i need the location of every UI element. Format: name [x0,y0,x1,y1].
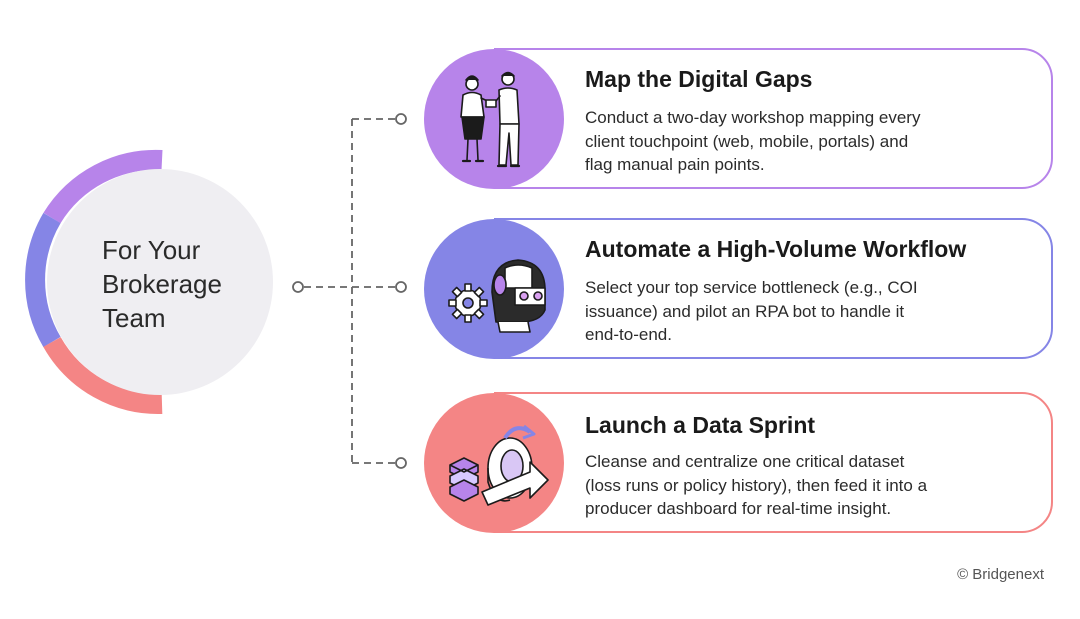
card-desc-3-line-3: producer dashboard for real-time insight… [585,499,892,518]
data-refresh-icon [449,424,549,506]
hub-circle [47,169,273,395]
connector-node-1 [395,113,407,125]
card-desc-2-line-2: issuance) and pilot an RPA bot to handle… [585,301,905,321]
card-desc-2-line-1: Select your top service bottleneck (e.g.… [585,278,918,297]
connector-node-2 [395,281,407,293]
card-outline-1 [494,48,1053,189]
card-desc-2-line-3: end-to-end. [585,325,672,344]
hub-title-line-1: For Your [102,235,201,265]
hub-arc-purple [43,149,163,224]
hub-title-line-2: Brokerage [102,269,222,299]
card-outline-2 [494,218,1053,359]
card-desc-3-line-2: (loss runs or policy history), then feed… [585,475,928,495]
hub-title: For Your Brokerage Team [102,233,272,335]
robot-gear-icon [448,259,546,333]
card-desc-1: Conduct a two-day workshop mapping every… [585,106,1005,177]
card-outline-3 [494,392,1053,533]
hub-arc-indigo [25,212,61,348]
icon-circle-1 [424,49,564,189]
card-desc-1-line-3: flag manual pain points. [585,155,765,174]
connector-node-3 [395,457,407,469]
card-desc-2: Select your top service bottleneck (e.g.… [585,276,1005,347]
hub-arc-coral [43,336,163,415]
copyright-text: © Bridgenext [957,566,1044,583]
card-desc-3-line-1: Cleanse and centralize one critical data… [585,452,905,471]
connector-lines [304,118,396,464]
card-title-3: Launch a Data Sprint [585,412,816,438]
card-title-2: Automate a High-Volume Workflow [585,236,967,262]
connector-node-hub [292,281,304,293]
card-desc-3: Cleanse and centralize one critical data… [585,450,1005,521]
business-people-handshake-icon [460,71,521,168]
hub-title-line-3: Team [102,303,166,333]
card-desc-1-line-2: client touchpoint (web, mobile, portals)… [585,131,909,151]
card-desc-1-line-1: Conduct a two-day workshop mapping every [585,108,921,127]
card-title-1: Map the Digital Gaps [585,66,813,92]
